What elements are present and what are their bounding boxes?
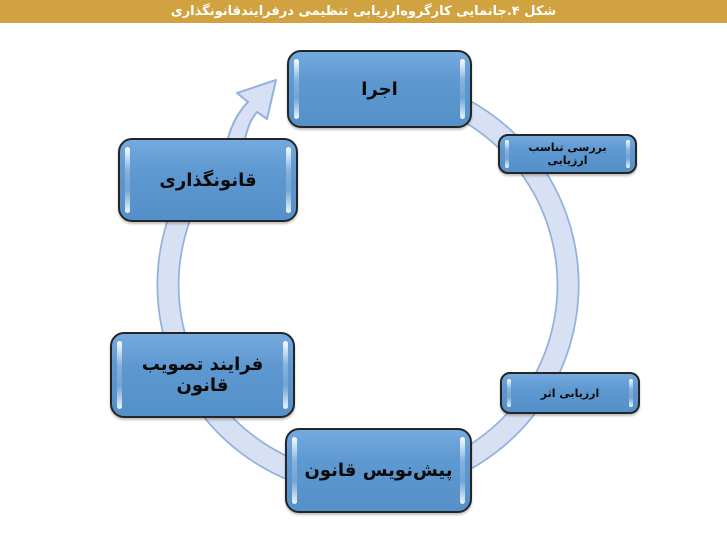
node-law-draft-label: پیش‌نویس قانون	[304, 460, 453, 481]
node-evaluation-suitability-review-label: بررسی تناسب ارزیابی	[528, 141, 607, 167]
node-law-approval-process-label: فرایند تصویب قانون	[141, 354, 264, 396]
gloss-highlight-right	[460, 58, 465, 120]
gloss-highlight-left	[294, 58, 299, 120]
gloss-highlight-left	[125, 147, 130, 213]
figure-title-bar: شکل ۴.جانمایی کارگروه‌ارزیابی تنظیمی درف…	[0, 0, 727, 23]
node-execution-label: اجرا	[361, 78, 398, 100]
gloss-highlight-left	[507, 378, 511, 408]
gloss-highlight-right	[629, 378, 633, 408]
node-law-approval-process: فرایند تصویب قانون	[110, 332, 295, 418]
node-evaluation-suitability-review: بررسی تناسب ارزیابی	[498, 134, 637, 174]
node-impact-assessment: ارزیابی اثر	[500, 372, 640, 414]
gloss-highlight-right	[286, 147, 291, 213]
figure-caption: شکل ۴.جانمایی کارگروه‌ارزیابی تنظیمی درف…	[170, 4, 557, 19]
node-legislation-label: قانونگذاری	[159, 169, 257, 191]
node-law-draft: پیش‌نویس قانون	[285, 428, 472, 513]
node-legislation: قانونگذاری	[118, 138, 298, 222]
node-execution: اجرا	[287, 50, 472, 128]
node-impact-assessment-label: ارزیابی اثر	[540, 386, 600, 400]
